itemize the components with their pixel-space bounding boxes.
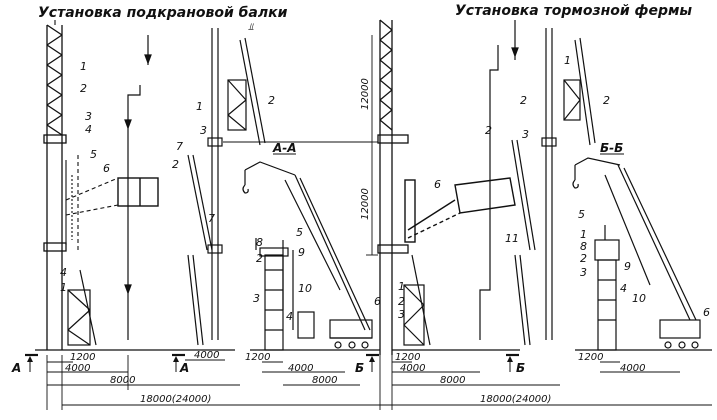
svg-text:1200: 1200 xyxy=(578,352,603,363)
svg-text:5: 5 xyxy=(90,148,97,161)
svg-text:Б: Б xyxy=(355,361,364,375)
svg-text:6: 6 xyxy=(434,178,441,191)
svg-text:8: 8 xyxy=(580,240,587,253)
svg-text:2: 2 xyxy=(268,94,275,107)
svg-text:6: 6 xyxy=(703,306,710,319)
title-right: Установка тормозной фермы xyxy=(455,3,692,19)
svg-text:1: 1 xyxy=(196,100,203,113)
svg-text:А: А xyxy=(11,361,21,375)
title-left: Установка подкрановой балки xyxy=(38,5,288,21)
svg-text:18000(24000): 18000(24000) xyxy=(480,394,551,405)
svg-text:4000: 4000 xyxy=(620,363,645,374)
svg-text:2: 2 xyxy=(256,252,263,265)
svg-text:5: 5 xyxy=(578,208,585,221)
right-elev-upper-truss xyxy=(563,37,596,146)
svg-text:8000: 8000 xyxy=(312,375,337,386)
svg-text:3: 3 xyxy=(85,110,92,123)
svg-text:9: 9 xyxy=(298,246,305,259)
svg-text:1: 1 xyxy=(564,54,571,67)
svg-text:1: 1 xyxy=(80,60,87,73)
svg-text:Б: Б xyxy=(516,361,525,375)
svg-text:4: 4 xyxy=(85,123,92,136)
dim-12000-lines xyxy=(366,35,378,256)
svg-text:2: 2 xyxy=(398,295,405,308)
svg-text:1200: 1200 xyxy=(245,352,270,363)
svg-text:4000: 4000 xyxy=(65,363,90,374)
middle-upper-truss xyxy=(227,37,266,146)
middle-column xyxy=(207,28,223,340)
svg-text:1200: 1200 xyxy=(70,352,95,363)
right-elev-column xyxy=(541,28,557,340)
svg-text:1: 1 xyxy=(60,281,67,294)
section-aa-callouts: 8 2 3 5 9 4 10 6 xyxy=(253,226,381,323)
left-beam-being-lifted xyxy=(65,155,119,250)
dim-12000-mid: 12000 xyxy=(360,188,371,220)
middle-callouts: 1 2 3 7 2 7 xyxy=(172,94,275,225)
svg-text:2: 2 xyxy=(172,158,179,171)
svg-text:9: 9 xyxy=(624,260,631,273)
right-elev-beams xyxy=(511,139,536,346)
right-elev-callouts: 1 2 2 3 xyxy=(520,54,610,141)
left-column xyxy=(43,24,67,350)
cut-mark-b-right: Б xyxy=(506,353,525,375)
svg-text:4: 4 xyxy=(620,282,627,295)
dimension-labels: 1200 4000 4000 8000 18000(24000) 1200 40… xyxy=(65,350,645,405)
svg-text:8000: 8000 xyxy=(440,375,465,386)
svg-text:11: 11 xyxy=(505,232,519,245)
svg-text:1: 1 xyxy=(398,280,405,293)
dim-12000-top: 12000 xyxy=(360,78,371,110)
cut-mark-a-right: А xyxy=(172,353,189,375)
svg-text:5: 5 xyxy=(296,226,303,239)
left-lower-truss xyxy=(67,269,97,346)
right-load-block-6 xyxy=(404,177,516,243)
svg-text:7: 7 xyxy=(176,140,183,153)
svg-text:3: 3 xyxy=(398,308,405,321)
svg-text:10: 10 xyxy=(298,282,312,295)
cut-mark-a-left: А xyxy=(11,353,38,375)
cut-mark-b-left: Б xyxy=(355,353,379,375)
svg-text:6: 6 xyxy=(374,295,381,308)
left-callouts: 1 2 3 4 5 6 4 1 xyxy=(60,60,110,294)
svg-text:2: 2 xyxy=(580,252,587,265)
svg-text:8000: 8000 xyxy=(110,375,135,386)
central-column xyxy=(377,19,409,355)
svg-text:3: 3 xyxy=(580,266,587,279)
svg-text:3: 3 xyxy=(253,292,260,305)
section-label-bb: Б-Б xyxy=(600,141,623,155)
section-label-aa: А-А xyxy=(272,141,297,155)
svg-text:7: 7 xyxy=(208,212,215,225)
svg-text:4000: 4000 xyxy=(194,350,219,361)
svg-text:2: 2 xyxy=(485,124,492,137)
left-guide-line xyxy=(124,35,152,340)
right-callouts: 6 1 2 3 11 2 xyxy=(398,124,519,321)
svg-text:10: 10 xyxy=(632,292,646,305)
section-aa-crane xyxy=(242,161,373,349)
svg-text:4000: 4000 xyxy=(288,363,313,374)
svg-text:6: 6 xyxy=(103,162,110,175)
right-guide-line xyxy=(479,20,519,340)
svg-text:2: 2 xyxy=(603,94,610,107)
left-load-block-6 xyxy=(117,177,159,207)
svg-text:3: 3 xyxy=(522,128,529,141)
section-bb-callouts: 5 1 8 2 9 3 4 10 6 xyxy=(578,208,710,319)
right-lower-truss xyxy=(403,254,431,346)
hook-symbol: ⫫ xyxy=(248,22,254,33)
svg-text:8: 8 xyxy=(256,236,263,249)
svg-text:4: 4 xyxy=(60,266,67,279)
section-bb-building xyxy=(594,239,620,351)
svg-text:3: 3 xyxy=(200,124,207,137)
svg-text:А: А xyxy=(179,361,189,375)
svg-text:2: 2 xyxy=(520,94,527,107)
middle-lower-beam xyxy=(187,154,213,346)
svg-text:1200: 1200 xyxy=(395,352,420,363)
svg-text:4: 4 xyxy=(286,310,293,323)
dim-lines xyxy=(46,355,712,410)
svg-text:18000(24000): 18000(24000) xyxy=(140,394,211,405)
section-bb-crane xyxy=(572,157,701,349)
svg-text:2: 2 xyxy=(80,82,87,95)
svg-text:1: 1 xyxy=(580,228,587,241)
svg-text:4000: 4000 xyxy=(400,363,425,374)
